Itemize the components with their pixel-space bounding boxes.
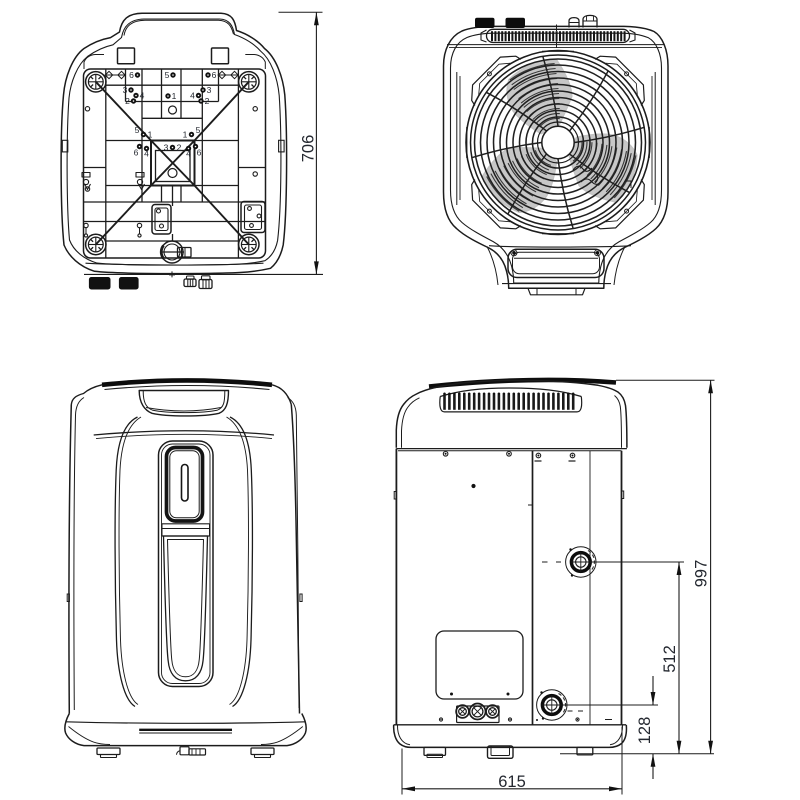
svg-text:2: 2: [205, 96, 210, 106]
svg-text:1: 1: [183, 130, 188, 140]
svg-text:3: 3: [123, 85, 128, 95]
svg-text:512: 512: [661, 645, 679, 673]
svg-text:5: 5: [135, 125, 140, 135]
svg-text:3: 3: [207, 85, 212, 95]
svg-text:4: 4: [140, 91, 145, 101]
svg-text:2: 2: [125, 96, 130, 106]
svg-text:6: 6: [197, 148, 202, 158]
svg-text:5: 5: [165, 70, 170, 80]
svg-text:128: 128: [636, 717, 654, 745]
svg-text:6: 6: [212, 70, 217, 80]
svg-text:1: 1: [172, 91, 177, 101]
svg-text:4: 4: [190, 91, 195, 101]
svg-text:6: 6: [134, 148, 139, 158]
svg-text:997: 997: [693, 560, 711, 588]
svg-text:5: 5: [196, 125, 201, 135]
svg-text:615: 615: [498, 773, 526, 791]
svg-text:3: 3: [164, 143, 169, 153]
svg-text:6: 6: [129, 70, 134, 80]
svg-text:1: 1: [148, 130, 153, 140]
svg-text:4: 4: [186, 149, 191, 159]
svg-text:2: 2: [177, 143, 182, 153]
svg-text:4: 4: [144, 149, 149, 159]
svg-text:706: 706: [300, 135, 318, 163]
